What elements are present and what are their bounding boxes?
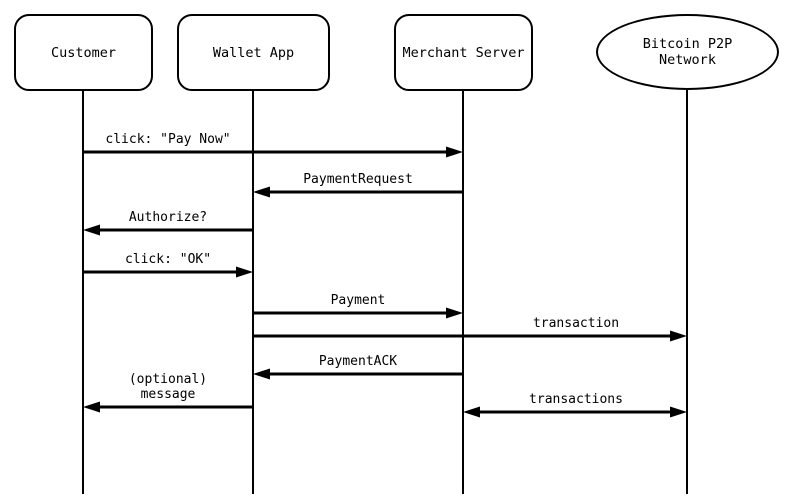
message-arrow-2: [83, 224, 253, 236]
participant-customer: Customer: [14, 14, 153, 91]
message-arrow-7: [83, 401, 253, 413]
message-label-8: transactions: [529, 392, 623, 407]
participant-label: Wallet App: [212, 44, 295, 61]
message-label-0: click: "Pay Now": [105, 132, 231, 147]
arrowhead: [463, 406, 480, 418]
arrowhead: [670, 330, 687, 342]
message-arrow-0: [83, 146, 463, 158]
message-label-line: message: [140, 387, 196, 402]
participant-label-line: Network: [659, 52, 716, 68]
arrowhead: [446, 146, 463, 158]
message-label-6: PaymentACK: [318, 354, 398, 369]
message-label-7: (optional)message: [129, 372, 207, 402]
message-label-1: PaymentRequest: [303, 172, 413, 187]
message-label-3: click: "OK": [124, 252, 212, 267]
arrowhead: [83, 224, 100, 236]
message-arrow-6: [253, 368, 463, 380]
message-label-line: (optional): [128, 372, 208, 387]
message-label-4: Payment: [330, 293, 386, 308]
participant-label: Customer: [50, 44, 117, 61]
participant-merchant: Merchant Server: [394, 14, 533, 91]
arrowhead: [253, 368, 270, 380]
arrowhead: [446, 307, 463, 319]
message-label-5: transaction: [532, 316, 620, 331]
message-arrow-5: [253, 330, 687, 342]
message-label-2: Authorize?: [128, 210, 208, 225]
arrowhead: [253, 186, 270, 198]
participant-wallet: Wallet App: [177, 14, 330, 91]
message-arrow-8: [463, 406, 687, 418]
message-arrow-3: [83, 266, 253, 278]
participant-label-line: Bitcoin P2P: [642, 36, 733, 52]
message-arrow-4: [253, 307, 463, 319]
arrowhead: [83, 401, 100, 413]
message-arrow-1: [253, 186, 463, 198]
arrowhead: [236, 266, 253, 278]
arrowhead: [670, 406, 687, 418]
participant-label: Merchant Server: [402, 44, 525, 61]
